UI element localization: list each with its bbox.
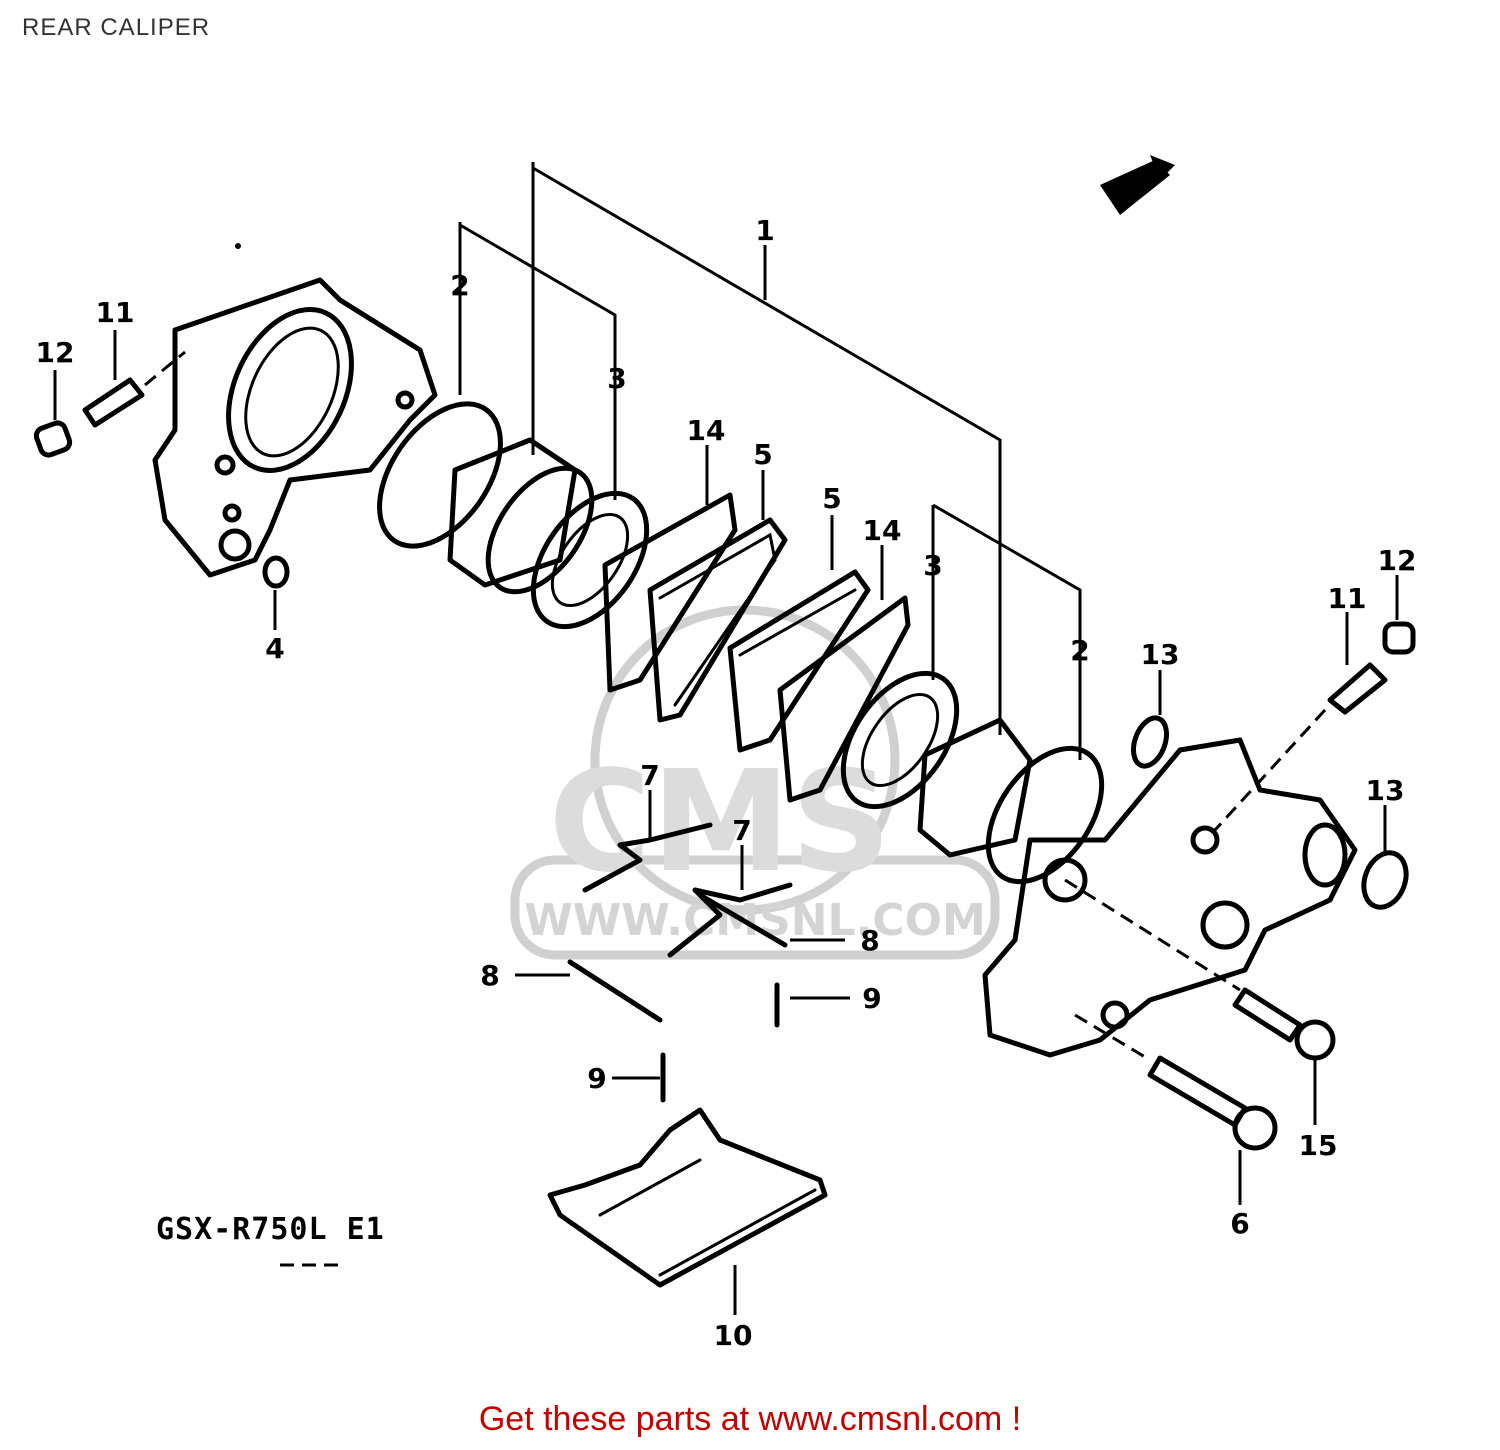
callout-9: 9 [862,982,881,1015]
callout-11: 11 [96,296,135,329]
callout-labels: 1 2 3 14 5 5 14 3 2 11 12 4 12 11 13 13 … [36,214,1417,1352]
callout-14: 14 [687,414,726,447]
boot-upper [1131,715,1169,769]
right-bleeder-screw [1327,662,1388,715]
callout-1: 1 [755,214,774,247]
pin-8-upper [697,892,788,948]
callout-10: 10 [714,1319,753,1352]
pad-spring-plate [547,1107,828,1288]
brake-pads [602,492,911,803]
pin-8-lower [567,959,663,1023]
callout-6: 6 [1230,1207,1249,1240]
left-bleeder-screw [33,350,186,458]
model-label: GSX-R750L E1 [156,1212,385,1247]
callout-4: 4 [265,632,284,665]
left-o-ring [262,555,290,589]
spring-7-right [667,882,793,958]
callout-2: 2 [450,269,469,302]
spring-7-left [582,822,713,893]
front-arrow-icon [1100,155,1175,215]
right-caliper-body [982,737,1358,1058]
callout-2: 2 [1070,634,1089,667]
callout-13: 13 [1366,774,1405,807]
watermark-url: WWW.CMSNL.COM [524,895,986,946]
callout-3: 3 [923,549,942,582]
callout-12: 12 [36,336,75,369]
bolt-15 [1232,987,1303,1043]
boot-lower [1361,850,1409,910]
right-bleeder-cap [1382,621,1416,655]
callout-7: 7 [732,814,751,847]
callout-7: 7 [640,759,659,792]
callout-9: 9 [587,1062,606,1095]
callout-11: 11 [1328,582,1367,615]
page-title: REAR CALIPER [22,14,211,41]
left-piston-set [377,401,650,630]
callout-14: 14 [863,514,902,547]
callout-12: 12 [1378,544,1417,577]
bolt-6 [1147,1055,1248,1128]
callout-5: 5 [753,438,772,471]
left-caliper-body [152,277,438,578]
callout-8: 8 [480,959,499,992]
footer-link-text[interactable]: Get these parts at www.cmsnl.com ! [478,1400,1022,1438]
callout-8: 8 [860,924,879,957]
callout-5: 5 [822,482,841,515]
callout-3: 3 [607,362,626,395]
callout-13: 13 [1141,638,1180,671]
callout-15: 15 [1299,1129,1338,1162]
